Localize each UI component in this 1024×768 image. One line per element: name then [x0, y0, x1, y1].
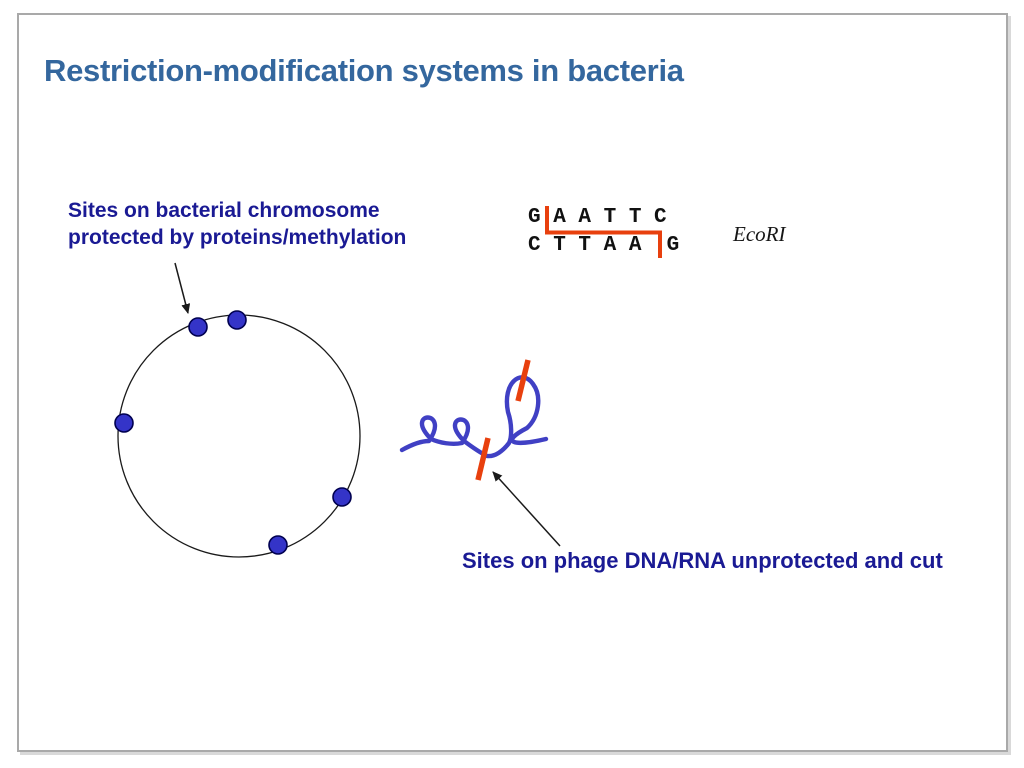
slide-frame — [17, 13, 1008, 752]
chromosome-sites-label: Sites on bacterial chromosome protected … — [68, 197, 406, 251]
slide-title: Restriction-modification systems in bact… — [44, 53, 684, 88]
dna-top-strand: G A A T T C — [528, 206, 667, 229]
chromosome-sites-label-line1: Sites on bacterial chromosome — [68, 199, 380, 222]
chromosome-sites-label-line2: protected by proteins/methylation — [68, 226, 407, 249]
dna-bottom-strand: C T T A A G — [528, 234, 680, 257]
phage-sites-label: Sites on phage DNA/RNA unprotected and c… — [462, 548, 943, 573]
enzyme-name-label: EcoRI — [733, 222, 786, 246]
